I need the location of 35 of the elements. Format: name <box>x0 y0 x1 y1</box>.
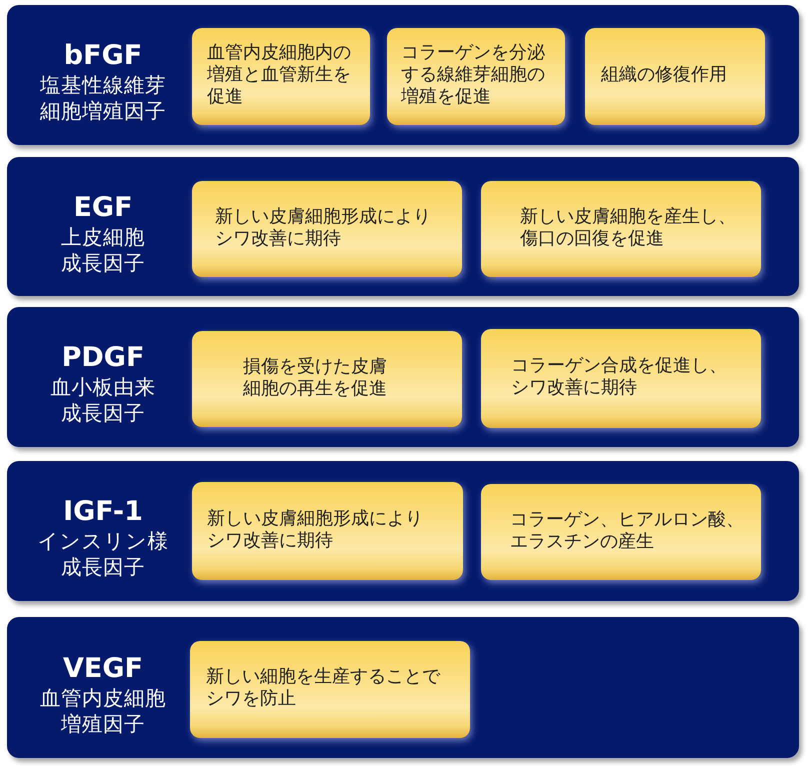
band-title: VEGF <box>63 652 143 684</box>
effect-text: 新しい皮膚細胞を産生し、傷口の回復を促進 <box>520 206 737 250</box>
band-title: IGF-1 <box>63 496 143 528</box>
effect-box <box>190 641 470 738</box>
effect-box <box>585 28 765 125</box>
effect-text: 血管内皮細胞内の増殖と血管新生を促進 <box>207 42 352 108</box>
band-subtitle: 血管内皮細胞増殖因子 <box>39 684 167 736</box>
effect-text: コラーゲン合成を促進し、シワ改善に期待 <box>511 355 728 399</box>
band-subtitle: 血小板由来成長因子 <box>50 374 156 426</box>
category-band <box>7 157 799 296</box>
effect-text: 新しい皮膚細胞形成によりシワ改善に期待 <box>207 508 424 552</box>
category-band <box>7 461 799 601</box>
effect-box <box>192 181 462 277</box>
effect-box <box>481 484 761 580</box>
effect-text: コラーゲン、ヒアルロン酸、エラスチンの産生 <box>510 508 745 552</box>
category-band <box>7 5 799 145</box>
effect-text: 組織の修復作用 <box>601 64 727 86</box>
band-subtitle: インスリン様成長因子 <box>36 528 170 580</box>
band-title: bFGF <box>64 40 142 72</box>
effect-text: 損傷を受けた皮膚細胞の再生を促進 <box>243 356 388 400</box>
effect-box <box>481 329 761 428</box>
effect-box <box>192 331 462 427</box>
effect-box <box>387 28 565 125</box>
band-title: EGF <box>73 192 133 224</box>
effect-text: 新しい皮膚細胞形成によりシワ改善に期待 <box>215 206 432 250</box>
band-subtitle: 上皮細胞成長因子 <box>60 224 146 276</box>
band-subtitle: 塩基性線維芽細胞増殖因子 <box>39 72 167 124</box>
effect-box <box>192 482 463 580</box>
effect-box <box>481 181 761 277</box>
band-title: PDGF <box>62 342 144 374</box>
effect-text: コラーゲンを分泌する線維芽細胞の増殖を促進 <box>401 42 546 108</box>
effect-text: 新しい細胞を生産することでシワを防止 <box>206 666 442 710</box>
effect-box <box>192 28 370 125</box>
category-band <box>7 617 799 758</box>
category-band <box>7 307 799 447</box>
